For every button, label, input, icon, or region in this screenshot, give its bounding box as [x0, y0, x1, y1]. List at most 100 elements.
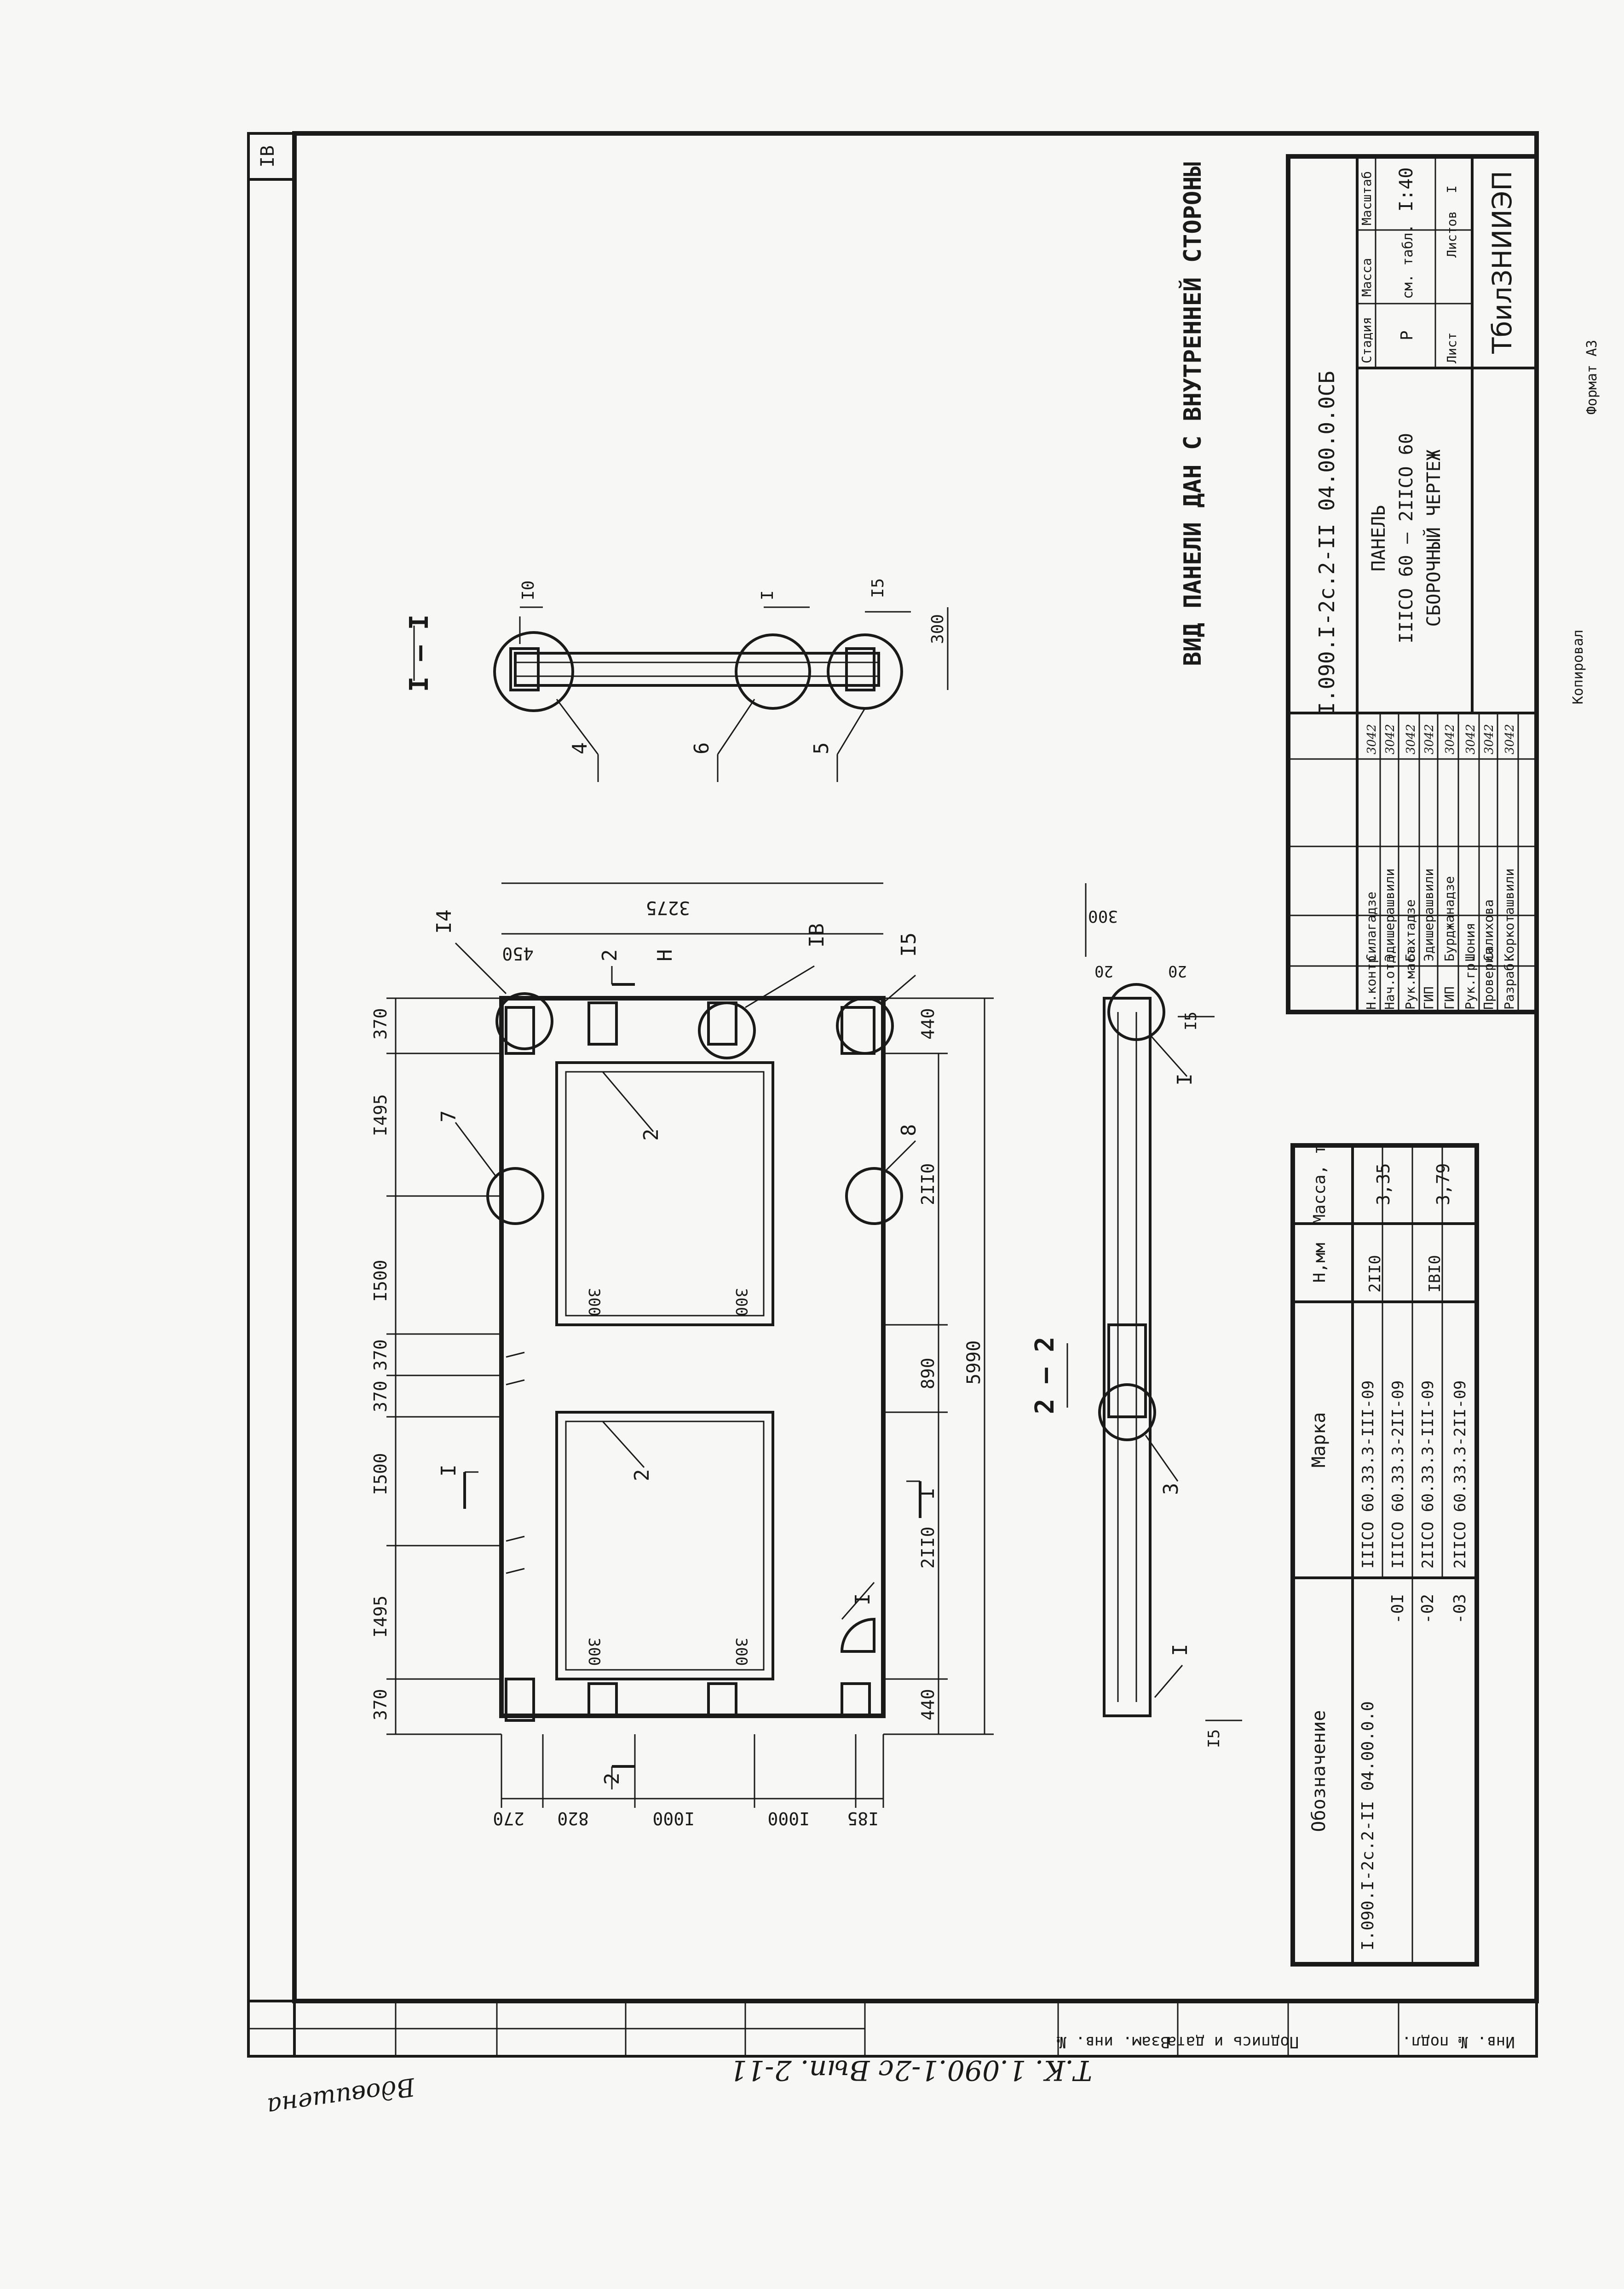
- sec1-dim-15: I5: [869, 578, 887, 598]
- detail-circle-3: [1098, 1383, 1156, 1441]
- cut-mark-I-left: I: [437, 1465, 461, 1477]
- detail-circle-5: [827, 633, 903, 710]
- sec2-dim-300: 300: [1088, 907, 1118, 926]
- detail-circle-6: [735, 633, 811, 710]
- panel-outline: [499, 996, 886, 1718]
- callout-circle-8: [845, 1167, 903, 1225]
- staff-3-date: 3042: [1422, 724, 1436, 754]
- win-dim-300-d: 300: [732, 1638, 750, 1666]
- top-dim-1495-a: I495: [370, 1094, 391, 1136]
- staff-5-date: 3042: [1464, 724, 1478, 754]
- staff-6-date: 3042: [1482, 724, 1496, 754]
- callout-4: 4: [568, 742, 592, 755]
- stamp-vzam-inv: Взам. инв. №: [1057, 2033, 1170, 2051]
- callout-I-sec2-bottom: I: [1169, 1644, 1192, 1656]
- staff-7-role: Разраб.: [1502, 955, 1517, 1010]
- panel-elevation: 300 300 300 300 I4 IB I5 7 8: [432, 909, 921, 1722]
- cut-marks: I I 2 Н 2: [437, 949, 939, 1789]
- copier-label: Копировал: [1570, 630, 1586, 705]
- callout-14: I4: [432, 909, 456, 934]
- top-dim-1500-b: I500: [370, 1453, 391, 1495]
- scale-header: Масштаб: [1359, 171, 1374, 225]
- stage-value: Р: [1398, 330, 1417, 340]
- sec2-dim-20-b: 20: [1168, 962, 1187, 980]
- outer-frame: [247, 132, 1538, 2058]
- sec1-dim-I: I: [758, 590, 777, 600]
- top-dim-370-c: 370: [370, 1380, 391, 1412]
- scale-value: I:40: [1396, 167, 1417, 212]
- left-dim-185: I85: [847, 1808, 879, 1829]
- row3-mark: 2IICO 60.33.3-2II-09: [1451, 1380, 1469, 1569]
- staff-2-date: 3042: [1404, 724, 1418, 754]
- staff-0-date: 3042: [1365, 724, 1379, 754]
- staff-0-name: Силагадзе: [1364, 891, 1379, 961]
- row1-designation: -0I: [1388, 1594, 1407, 1624]
- h-label: Н: [653, 949, 677, 962]
- stamp-inv-podl: Инв. № подл.: [1402, 2033, 1515, 2051]
- table-header-mark: Марка: [1308, 1412, 1330, 1467]
- staff-4-name: Бурджанадзе: [1442, 876, 1457, 961]
- top-dim-370-a: 370: [370, 1008, 391, 1040]
- section-2-label: 2 – 2: [1030, 1337, 1060, 1415]
- callout-I-corner: I: [851, 1593, 875, 1606]
- sec2-dim-15-b: I5: [1205, 1729, 1223, 1748]
- callout-7: 7: [437, 1110, 461, 1123]
- left-dim-820: 820: [557, 1808, 589, 1829]
- row0-mark: IIICO 60.33.3-III-09: [1359, 1380, 1377, 1569]
- stamp-signature-date: Подпись и дата: [1167, 2033, 1299, 2051]
- row2-mass: 3,79: [1433, 1163, 1453, 1205]
- overall-length: 5990: [963, 1340, 985, 1385]
- product-line1: ПАНЕЛЬ: [1368, 505, 1389, 572]
- table-header-designation: Обозначение: [1308, 1710, 1330, 1832]
- view-title: ВИД ПАНЕЛИ ДАН С ВНУТРЕННЕЙ СТОРОНЫ: [1179, 162, 1207, 666]
- row2-h: IBI0: [1426, 1255, 1444, 1293]
- staff-1-name: Эдишерашвили: [1382, 868, 1397, 961]
- section-1-label: I – I: [404, 615, 434, 692]
- section-1-1: I – I 4 6 5 I0 I I5 300: [404, 578, 949, 782]
- staff-5-role: Рук.гр.: [1463, 955, 1478, 1010]
- staff-1-date: 3042: [1383, 724, 1397, 754]
- left-dimension-chain: 270 820 I000 I000 I85 3275 450: [493, 882, 884, 1829]
- callout-circle-15: [836, 997, 894, 1055]
- stage-header: Стадия: [1359, 317, 1374, 363]
- callout-6: 6: [690, 742, 714, 755]
- title-block: I.090.I-2с.2-II 04.00.0.0СБ Н.контр. Сил…: [1286, 154, 1539, 1014]
- height-dim-3275: 3275: [646, 897, 690, 918]
- win-dim-300-c: 300: [585, 1638, 603, 1666]
- product-line3: СБОРОЧНЫЙ ЧЕРТЕЖ: [1422, 449, 1445, 627]
- callout-IB: IB: [805, 923, 829, 948]
- top-dim-1495-b: I495: [370, 1595, 391, 1638]
- bottom-dim-440-a: 440: [918, 1008, 938, 1040]
- staff-1-role: Нач.отд.: [1382, 948, 1397, 1010]
- row0-h: 2II0: [1366, 1255, 1384, 1293]
- row3-designation: -03: [1451, 1594, 1469, 1624]
- row2-mark: 2IICO 60.33.3-III-09: [1419, 1380, 1437, 1569]
- top-dim-370-b: 370: [370, 1339, 391, 1371]
- staff-6-role: Проверил: [1481, 948, 1496, 1010]
- corner-label: IB: [257, 145, 278, 167]
- signature-scribble: Вдовишена: [265, 2072, 417, 2122]
- window-upper: [555, 1061, 774, 1326]
- staff-7-date: 3042: [1503, 724, 1517, 754]
- left-dim-270: 270: [493, 1808, 524, 1829]
- row1-mark: IIICO 60.33.3-2II-09: [1389, 1380, 1407, 1569]
- top-dim-1500-a: I500: [370, 1260, 391, 1302]
- top-dim-370-d: 370: [370, 1689, 391, 1720]
- top-dimension-chain: 370 I495 I500 370 370 I500 I495 370: [370, 997, 501, 1735]
- detail-circle-2-top: [1107, 983, 1165, 1041]
- side-stamp: Инв. № подл. Подпись и дата Взам. инв. №: [247, 2000, 1537, 2058]
- callout-2-upper: 2: [639, 1129, 663, 1141]
- corner-hatch: [840, 1617, 875, 1653]
- callout-I-sec2-top: I: [1173, 1074, 1197, 1086]
- staff-4-role: ГИП: [1442, 986, 1457, 1010]
- callout-3: 3: [1159, 1483, 1183, 1495]
- album-code: Т.К. 1.090.1-2с Вып. 2-11: [730, 2054, 1092, 2086]
- callout-5: 5: [810, 742, 833, 755]
- bottom-dim-2110-b: 2II0: [918, 1526, 938, 1569]
- staff-7-name: Коркоташвили: [1502, 868, 1517, 961]
- win-dim-300-b: 300: [732, 1288, 750, 1316]
- row0-mass: 3,35: [1373, 1163, 1394, 1205]
- staff-3-name: Эдишерашвили: [1421, 868, 1436, 961]
- staff-0-role: Н.контр.: [1364, 948, 1379, 1010]
